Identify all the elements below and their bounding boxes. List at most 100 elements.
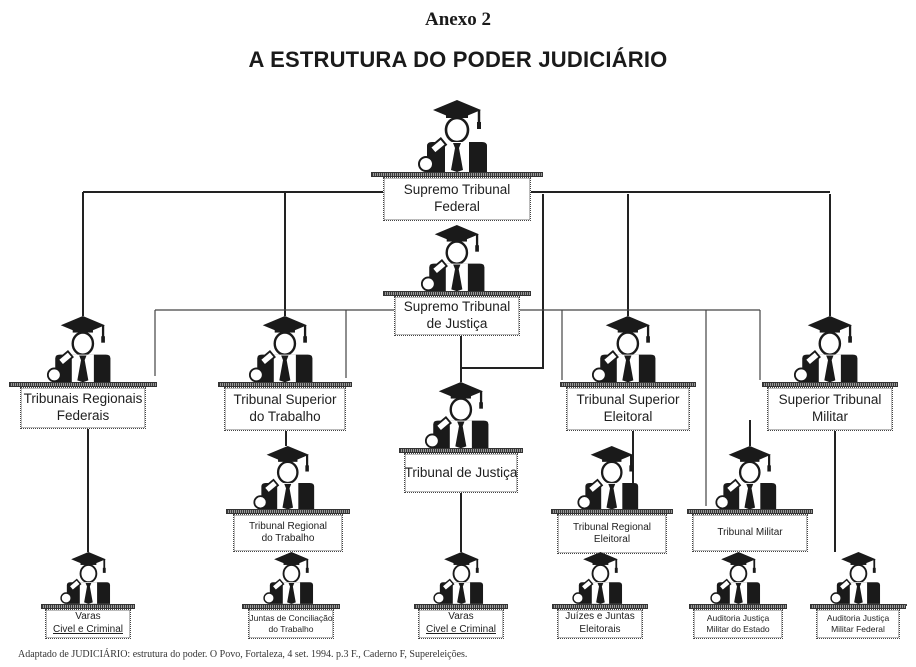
mortarboard-icon xyxy=(262,316,308,343)
court-name-line: do Trabalho xyxy=(268,623,314,634)
judge-icon xyxy=(242,446,334,514)
court-name-line: Militar do Estado xyxy=(706,623,770,634)
head xyxy=(818,331,842,356)
desk-top xyxy=(689,603,787,609)
tie xyxy=(282,483,294,510)
court-name-line: Militar xyxy=(812,409,848,425)
head xyxy=(71,331,95,356)
desk-top xyxy=(399,448,523,454)
tie xyxy=(733,582,743,604)
tie xyxy=(451,264,463,292)
head xyxy=(273,331,297,356)
tie xyxy=(279,355,291,383)
court-name-line: Supremo Tribunal xyxy=(403,182,511,198)
desk-top xyxy=(226,509,350,515)
head xyxy=(452,564,470,584)
court-name-line: Superior Tribunal xyxy=(778,392,882,408)
source-citation: Adaptado de JUDICIÁRIO: estrutura do pod… xyxy=(18,649,468,660)
gavel-icon xyxy=(709,578,732,604)
stray-mark xyxy=(905,604,907,606)
gavel-icon xyxy=(249,350,277,383)
head xyxy=(282,564,300,584)
head xyxy=(849,564,867,584)
head xyxy=(449,397,473,422)
head xyxy=(79,564,97,584)
head xyxy=(277,460,299,485)
tie xyxy=(286,582,296,604)
annex-label: Anexo 2 xyxy=(425,9,491,30)
judge-icon xyxy=(237,316,333,387)
tie xyxy=(622,355,634,383)
gavel-icon xyxy=(571,578,594,604)
gavel-icon xyxy=(432,578,455,604)
court-nameplate: Tribunal de Justiça xyxy=(404,453,518,494)
diagram-title: A ESTRUTURA DO PODER JUDICIÁRIO xyxy=(248,47,668,72)
court-name-line: Tribunal de Justiça xyxy=(404,464,518,480)
mortarboard-icon xyxy=(266,446,310,472)
court-name-line: Tribunal Regional xyxy=(248,520,327,532)
desk-top xyxy=(762,382,898,388)
head xyxy=(616,331,640,356)
tie xyxy=(456,582,466,604)
desk-top xyxy=(41,603,135,609)
court-name-line: Civel e Criminal xyxy=(52,623,123,635)
tie xyxy=(824,355,836,383)
court-name-line: do Trabalho xyxy=(261,533,315,545)
head xyxy=(729,564,747,584)
judge-icon xyxy=(413,382,509,453)
gavel-icon xyxy=(715,478,742,510)
court-name-line: Tribunal Regional xyxy=(572,521,651,533)
judge-icon xyxy=(704,446,796,514)
desk-top xyxy=(551,509,673,515)
mortarboard-icon xyxy=(273,552,309,573)
gavel-icon xyxy=(794,350,822,383)
desk-top xyxy=(383,291,531,297)
desk-top xyxy=(242,603,340,609)
head xyxy=(591,564,609,584)
judge-icon xyxy=(563,552,638,609)
head xyxy=(444,116,470,144)
judge-icon xyxy=(424,552,499,609)
judge-icon xyxy=(51,552,126,609)
gavel-icon xyxy=(592,350,620,383)
court-name-line: Supremo Tribunal xyxy=(403,299,511,315)
gavel-icon xyxy=(253,478,280,510)
head xyxy=(601,460,623,485)
court-name-line: Civel e Criminal xyxy=(425,623,496,635)
court-name-line: Militar Federal xyxy=(831,623,885,634)
gavel-icon xyxy=(577,478,604,510)
court-name-line: Varas xyxy=(75,611,101,623)
desk-top xyxy=(371,172,543,177)
judge-icon xyxy=(405,100,509,177)
court-name-line: Tribunal Superior xyxy=(233,392,337,408)
judge-icon xyxy=(254,552,329,609)
gavel-icon xyxy=(421,259,449,292)
tie xyxy=(595,582,605,604)
mortarboard-icon xyxy=(728,446,772,472)
court-name-line: Federal xyxy=(434,199,480,214)
desk-top xyxy=(414,603,508,609)
court-name-line: Auditoria Justiça xyxy=(826,613,890,624)
mortarboard-icon xyxy=(60,316,106,343)
tie xyxy=(853,582,863,604)
judge-icon xyxy=(782,316,878,387)
tie xyxy=(744,483,756,510)
desk-top xyxy=(552,603,648,609)
judge-icon xyxy=(701,552,776,609)
court-name-line: de Justiça xyxy=(426,316,488,332)
court-name-line: Federais xyxy=(56,408,110,424)
judge-icon xyxy=(821,552,896,609)
